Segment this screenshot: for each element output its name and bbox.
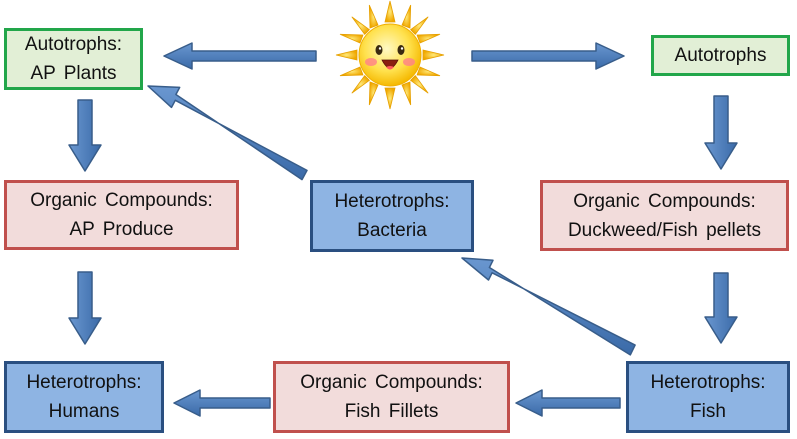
node-organic-compounds-duckweed-line2: Duckweed/Fish pellets	[567, 219, 762, 241]
node-autotrophs-line1: Autotrophs	[674, 45, 767, 66]
node-heterotrophs-bacteria-line1: Heterotrophs:	[334, 191, 450, 212]
node-heterotrophs-humans-line1: Heterotrophs:	[26, 372, 142, 393]
node-autotrophs-ap-plants-line2: AP Plants	[30, 63, 117, 84]
node-organic-compounds-duckweed: Organic Compounds: Duckweed/Fish pellets	[540, 180, 789, 251]
node-organic-compounds-duckweed-line1: Organic Compounds:	[573, 190, 756, 212]
arrow-autotrophs-to-ap-produce	[68, 99, 102, 172]
node-autotrophs-ap-plants: Autotrophs: AP Plants	[4, 28, 143, 90]
sun-rays	[335, 0, 445, 110]
arrow-bacteria-to-autotrophs-ap-plants	[147, 85, 308, 181]
node-heterotrophs-fish: Heterotrophs: Fish	[626, 361, 790, 433]
arrow-ap-produce-to-humans	[68, 271, 102, 345]
node-heterotrophs-humans: Heterotrophs: Humans	[4, 361, 164, 433]
node-organic-compounds-ap-produce-line2: AP Produce	[69, 219, 174, 240]
node-organic-compounds-fish-fillets-line1: Organic Compounds:	[300, 372, 483, 393]
arrow-sun-to-autotrophs-ap-plants	[163, 42, 317, 70]
node-organic-compounds-ap-produce-line1: Organic Compounds:	[30, 190, 213, 211]
arrow-fish-fillets-to-humans	[173, 389, 271, 417]
arrow-fish-to-bacteria	[461, 257, 636, 356]
arrow-duckweed-to-fish	[704, 272, 738, 344]
node-organic-compounds-fish-fillets-line2: Fish Fillets	[344, 401, 439, 422]
arrow-autotrophs-to-duckweed	[704, 95, 738, 170]
node-autotrophs-ap-plants-line1: Autotrophs:	[24, 34, 123, 55]
node-organic-compounds-fish-fillets: Organic Compounds: Fish Fillets	[273, 361, 510, 433]
node-heterotrophs-bacteria-line2: Bacteria	[357, 220, 427, 241]
node-heterotrophs-bacteria: Heterotrophs: Bacteria	[310, 180, 474, 252]
node-heterotrophs-fish-line2: Fish	[690, 401, 726, 422]
node-organic-compounds-ap-produce: Organic Compounds: AP Produce	[4, 180, 239, 250]
smiling-sun-icon	[335, 0, 445, 110]
node-heterotrophs-humans-line2: Humans	[48, 401, 120, 422]
arrow-fish-to-fish-fillets	[515, 389, 621, 417]
arrow-sun-to-autotrophs	[471, 42, 625, 70]
node-autotrophs: Autotrophs	[651, 35, 790, 76]
node-heterotrophs-fish-line1: Heterotrophs:	[650, 372, 766, 393]
